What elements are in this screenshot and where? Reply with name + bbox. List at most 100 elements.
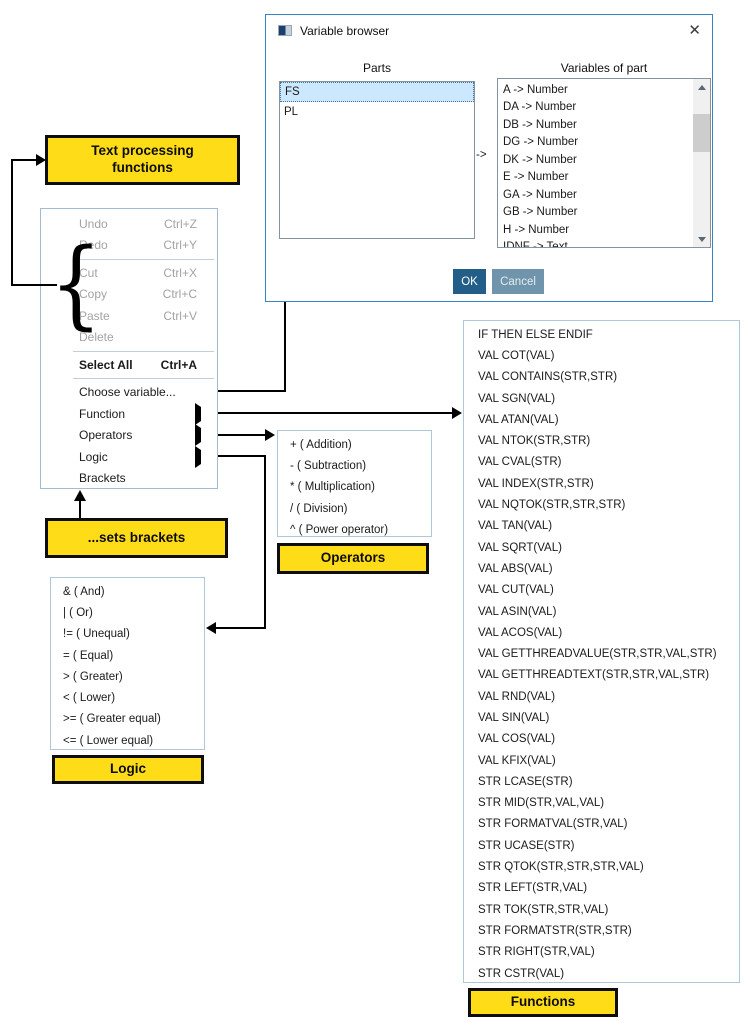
close-icon[interactable]: ✕ — [688, 22, 701, 39]
logic-item[interactable]: > ( Greater) — [63, 670, 123, 683]
variable-item[interactable]: DK -> Number — [503, 153, 577, 166]
connector-line — [218, 455, 266, 457]
shortcut-cut: Ctrl+X — [163, 265, 197, 280]
operator-item[interactable]: * ( Multiplication) — [290, 481, 375, 494]
function-item[interactable]: STR TOK(STR,STR,VAL) — [478, 903, 609, 916]
function-item[interactable]: STR RIGHT(STR,VAL) — [478, 946, 595, 959]
submenu-arrow-icon — [195, 445, 201, 468]
menu-item-function[interactable]: Function — [41, 402, 217, 425]
function-item[interactable]: STR LEFT(STR,VAL) — [478, 882, 588, 895]
menu-item-choose-variable[interactable]: Choose variable... — [79, 385, 176, 400]
operator-item[interactable]: + ( Addition) — [290, 438, 352, 451]
window-icon — [278, 25, 292, 36]
menu-item-operators[interactable]: Operators — [41, 424, 217, 447]
connector-line — [284, 302, 286, 392]
function-item[interactable]: VAL KFIX(VAL) — [478, 754, 556, 767]
parts-to-variables-arrow: -> — [476, 149, 487, 161]
function-item[interactable]: VAL SQRT(VAL) — [478, 541, 562, 554]
parts-item-selected[interactable]: FS — [280, 82, 474, 102]
shortcut-paste: Ctrl+V — [163, 308, 197, 323]
function-item[interactable]: VAL INDEX(STR,STR) — [478, 477, 594, 490]
function-item[interactable]: STR MID(STR,VAL,VAL) — [478, 797, 605, 810]
scroll-down-icon — [697, 236, 706, 242]
parts-header: Parts — [362, 61, 391, 75]
callout-functions: Functions — [468, 988, 618, 1017]
menu-item-copy[interactable]: Copy Ctrl+C — [41, 284, 217, 306]
function-item[interactable]: VAL COT(VAL) — [478, 349, 555, 362]
variable-item[interactable]: DB -> Number — [503, 118, 577, 131]
function-item[interactable]: STR QTOK(STR,STR,STR,VAL) — [478, 861, 644, 874]
scroll-up-button[interactable] — [693, 79, 710, 95]
function-item[interactable]: VAL CONTAINS(STR,STR) — [478, 371, 618, 384]
function-item[interactable]: VAL TAN(VAL) — [478, 520, 553, 533]
function-item[interactable]: VAL NQTOK(STR,STR,STR) — [478, 499, 626, 512]
scroll-down-button[interactable] — [693, 231, 710, 247]
logic-item[interactable]: >= ( Greater equal) — [63, 713, 161, 726]
menu-item-redo[interactable]: Redo Ctrl+Y — [41, 235, 217, 257]
variable-item[interactable]: H -> Number — [503, 223, 570, 236]
variable-item[interactable]: GA -> Number — [503, 188, 577, 201]
variables-scrollbar[interactable] — [693, 79, 710, 247]
variable-item[interactable]: GB -> Number — [503, 206, 578, 219]
dialog-title: Variable browser — [300, 24, 390, 38]
arrowhead-to-logic-submenu — [206, 622, 216, 634]
function-item[interactable]: VAL GETTHREADTEXT(STR,STR,VAL,STR) — [478, 669, 710, 682]
function-item[interactable]: VAL NTOK(STR,STR) — [478, 435, 591, 448]
scroll-up-icon — [697, 84, 706, 90]
function-item[interactable]: STR FORMATVAL(STR,VAL) — [478, 818, 628, 831]
function-item[interactable]: VAL RND(VAL) — [478, 690, 556, 703]
function-item[interactable]: VAL SGN(VAL) — [478, 392, 556, 405]
operator-item[interactable]: ^ ( Power operator) — [290, 523, 389, 536]
cancel-button[interactable]: Cancel — [492, 269, 544, 294]
menu-item-select-all[interactable]: Select All Ctrl+A — [41, 354, 217, 376]
operator-item[interactable]: - ( Subtraction) — [290, 459, 367, 472]
operator-item[interactable]: / ( Division) — [290, 502, 348, 515]
variable-item[interactable]: DA -> Number — [503, 101, 577, 114]
logic-item[interactable]: | ( Or) — [63, 606, 93, 619]
menu-item-undo[interactable]: Undo Ctrl+Z — [41, 213, 217, 235]
function-item[interactable]: VAL GETTHREADVALUE(STR,STR,VAL,STR) — [478, 648, 717, 661]
function-item[interactable]: IF THEN ELSE ENDIF — [478, 328, 593, 341]
function-item[interactable]: VAL ACOS(VAL) — [478, 626, 563, 639]
function-item[interactable]: VAL CUT(VAL) — [478, 584, 554, 597]
function-item[interactable]: VAL COS(VAL) — [478, 733, 556, 746]
variables-header: Variables of part — [560, 61, 648, 75]
dialog-titlebar[interactable]: Variable browser ✕ — [266, 15, 712, 47]
variable-item[interactable]: DG -> Number — [503, 136, 579, 149]
function-item[interactable]: VAL ABS(VAL) — [478, 562, 553, 575]
logic-item[interactable]: < ( Lower) — [63, 692, 116, 705]
connector-line — [79, 499, 81, 518]
function-item[interactable]: VAL CVAL(STR) — [478, 456, 562, 469]
connector-line — [11, 159, 13, 286]
scrollbar-thumb[interactable] — [693, 114, 710, 152]
arrowhead-to-brackets-item — [74, 490, 86, 501]
function-item[interactable]: VAL SIN(VAL) — [478, 711, 550, 724]
menu-item-logic[interactable]: Logic — [41, 445, 217, 468]
menu-item-delete[interactable]: Delete — [79, 330, 114, 345]
arrowhead-to-functions-list — [452, 407, 462, 419]
function-item[interactable]: STR UCASE(STR) — [478, 839, 575, 852]
ok-button[interactable]: OK — [453, 269, 486, 294]
function-item[interactable]: VAL ASIN(VAL) — [478, 605, 557, 618]
function-item[interactable]: VAL ATAN(VAL) — [478, 413, 559, 426]
variable-item[interactable]: E -> Number — [503, 171, 569, 184]
logic-item[interactable]: != ( Unequal) — [63, 628, 130, 641]
variable-browser-dialog: Variable browser ✕ Parts Variables of pa… — [265, 14, 713, 302]
variable-item[interactable]: IDNF -> Text — [498, 239, 693, 247]
connector-line — [218, 390, 286, 392]
functions-list: IF THEN ELSE ENDIF VAL COT(VAL) VAL CONT… — [463, 320, 740, 983]
logic-item[interactable]: = ( Equal) — [63, 649, 114, 662]
function-item[interactable]: STR FORMATSTR(STR,STR) — [478, 924, 632, 937]
function-item[interactable]: STR LCASE(STR) — [478, 775, 573, 788]
variable-item[interactable]: A -> Number — [503, 83, 568, 96]
function-item[interactable]: STR CSTR(VAL) — [478, 967, 565, 980]
logic-item[interactable]: & ( And) — [63, 585, 105, 598]
menu-item-brackets[interactable]: Brackets — [79, 471, 126, 486]
arrowhead-to-operators-submenu — [265, 429, 275, 441]
menu-item-paste[interactable]: Paste Ctrl+V — [41, 305, 217, 327]
logic-item[interactable]: <= ( Lower equal) — [63, 734, 154, 747]
connector-line — [264, 455, 266, 629]
callout-text-processing-functions: Text processing functions — [45, 135, 240, 185]
menu-item-cut[interactable]: Cut Ctrl+X — [41, 262, 217, 284]
parts-item[interactable]: PL — [284, 106, 299, 118]
